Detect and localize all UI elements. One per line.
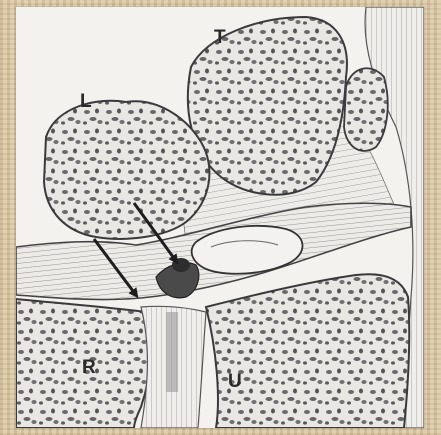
anatomy-illustration-panel: T L R U [16,7,424,428]
wrist-anatomy-drawing: T L R U [16,7,424,428]
pisiform-bone [344,68,388,151]
ulna-bone [206,274,409,428]
label-u: U [228,371,242,392]
label-l: L [80,91,92,112]
label-r: R [82,357,96,378]
triquetrum-bone [188,17,347,195]
lunate-bone [44,101,209,239]
label-t: T [214,27,226,48]
